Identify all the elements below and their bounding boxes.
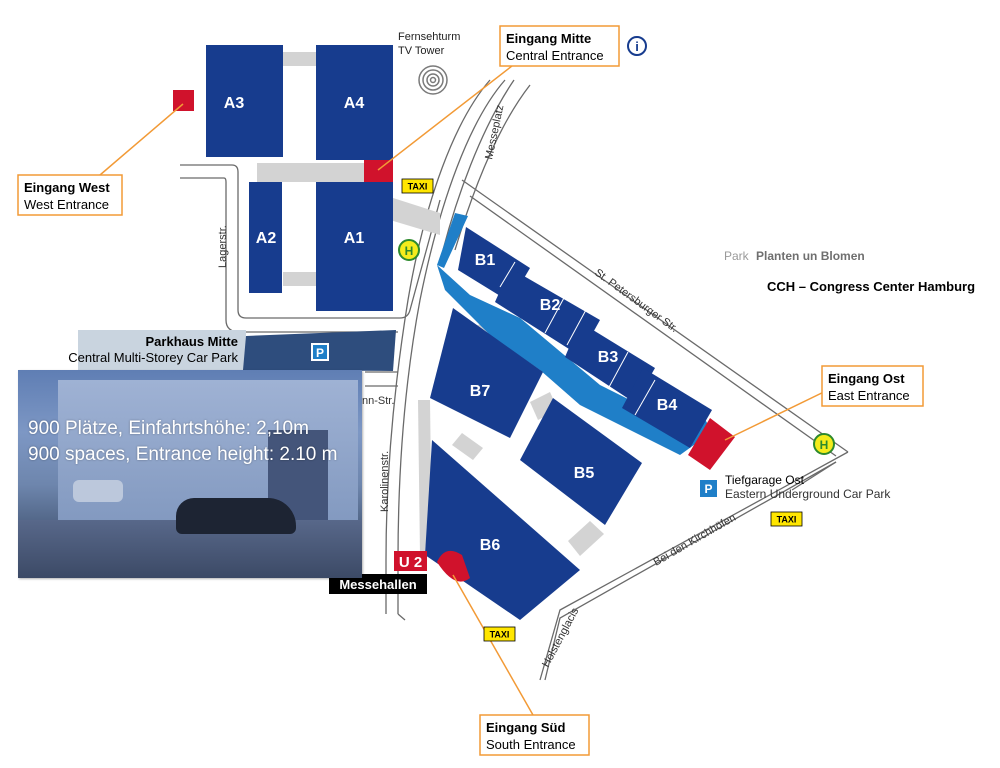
street-karolinenstr: Karolinenstr. [379, 451, 391, 512]
east-entrance-marker[interactable] [688, 418, 735, 470]
west-entrance-marker[interactable] [173, 90, 194, 111]
hall-a2[interactable] [249, 182, 282, 293]
hall-a2-label: A2 [256, 230, 277, 247]
taxi-label-north: TAXI [408, 182, 428, 192]
cch-label: CCH – Congress Center Hamburg [767, 279, 975, 294]
hall-a3-label: A3 [224, 95, 245, 112]
callout-east: Eingang Ost East Entrance [821, 365, 924, 407]
tv-tower-icon [418, 65, 448, 95]
street-holstenglacis: Holstenglacis [540, 606, 582, 670]
central-entrance-subtitle: Central Entrance [506, 48, 604, 63]
street-partial: nn-Str. [362, 395, 394, 407]
street-lagerstr: Lagerstr. [217, 225, 229, 268]
photo-caption-en: 900 spaces, Entrance height: 2.10 m [28, 444, 338, 465]
central-entrance-title: Eingang Mitte [506, 31, 591, 46]
callout-leaders [99, 51, 833, 716]
bus-stop-glyph-east: H [820, 438, 829, 452]
hall-a4[interactable] [316, 45, 393, 160]
hall-b4-label: B4 [657, 397, 678, 414]
hall-b2-label: B2 [540, 297, 561, 314]
callout-central: Eingang Mitte Central Entrance [499, 25, 620, 67]
street-bei-den-kirchhoefen: Bei den Kirchhöfen [652, 512, 738, 569]
west-entrance-subtitle: West Entrance [24, 197, 109, 212]
park-prefix: Park [724, 249, 750, 263]
bus-stop-glyph-west: H [405, 244, 414, 258]
taxi-label-south: TAXI [490, 630, 510, 640]
street-messeplatz: Messeplatz [483, 104, 506, 161]
hall-b6-label: B6 [480, 537, 501, 554]
ubahn-icon: U 2 [394, 551, 427, 571]
parking-icon-central: P [311, 343, 329, 361]
south-entrance-title: Eingang Süd [486, 720, 566, 735]
hall-b7-label: B7 [470, 383, 491, 400]
parking-icon-east: P [700, 480, 717, 497]
hall-b4[interactable] [622, 368, 712, 448]
tiefgarage-ost-title: Tiefgarage Ost [725, 473, 805, 487]
hall-b3-label: B3 [598, 349, 619, 366]
bus-stop-icon-west: H [398, 239, 420, 261]
tv-tower-label-de: Fernsehturm [398, 31, 460, 43]
hall-b2[interactable] [495, 268, 600, 356]
hall-b3[interactable] [565, 322, 655, 403]
east-entrance-title: Eingang Ost [828, 371, 905, 386]
hall-b7[interactable] [430, 308, 543, 438]
taxi-badge-south: TAXI [483, 626, 516, 642]
callout-west: Eingang West West Entrance [17, 174, 123, 216]
taxi-badge-north: TAXI [401, 178, 434, 194]
south-entrance-marker[interactable] [437, 550, 470, 582]
west-entrance-title: Eingang West [24, 180, 110, 195]
photo-car [176, 498, 296, 534]
hall-a1-label: A1 [344, 230, 365, 247]
parkhaus-mitte-label-box: Parkhaus Mitte Central Multi-Storey Car … [68, 330, 246, 370]
hall-a1[interactable] [316, 182, 393, 311]
taxi-label-east: TAXI [777, 515, 797, 525]
park-name: Planten un Blomen [756, 249, 865, 263]
car-park-photo: 900 Plätze, Einfahrtshöhe: 2,10m 900 spa… [18, 370, 362, 578]
ubahn-station-label-box: Messehallen [329, 574, 427, 594]
info-icon-glyph: i [635, 39, 639, 54]
hall-b-dividers [499, 261, 656, 416]
parking-glyph-central: P [316, 346, 324, 360]
parkhaus-mitte-subtitle: Central Multi-Storey Car Park [68, 350, 238, 365]
bus-stop-icon-east: H [813, 433, 835, 455]
parking-glyph-east: P [704, 482, 712, 496]
parkhaus-mitte-title: Parkhaus Mitte [146, 334, 238, 349]
tiefgarage-ost-subtitle: Eastern Underground Car Park [725, 487, 891, 501]
street-network [180, 79, 849, 681]
street-st-petersburger: St. Petersburger Str. [592, 267, 680, 335]
park-label: Park Planten un Blomen [724, 249, 865, 263]
ubahn-line-label: U 2 [399, 554, 422, 571]
hall-a4-label: A4 [344, 95, 365, 112]
east-entrance-subtitle: East Entrance [828, 388, 910, 403]
photo-car-background [73, 480, 123, 502]
south-entrance-subtitle: South Entrance [486, 737, 576, 752]
taxi-badge-east: TAXI [770, 511, 803, 527]
info-icon[interactable]: i [627, 36, 647, 56]
hall-b1-label: B1 [475, 252, 496, 269]
hall-b5-label: B5 [574, 465, 595, 482]
hall-a3[interactable] [206, 45, 283, 157]
photo-caption-de: 900 Plätze, Einfahrtshöhe: 2,10m [28, 418, 309, 439]
callout-south: Eingang Süd South Entrance [479, 714, 590, 756]
hall-b5[interactable] [520, 398, 642, 525]
central-entrance-marker[interactable] [364, 160, 393, 182]
tv-tower-label-en: TV Tower [398, 45, 445, 57]
ubahn-station-label: Messehallen [339, 577, 416, 592]
